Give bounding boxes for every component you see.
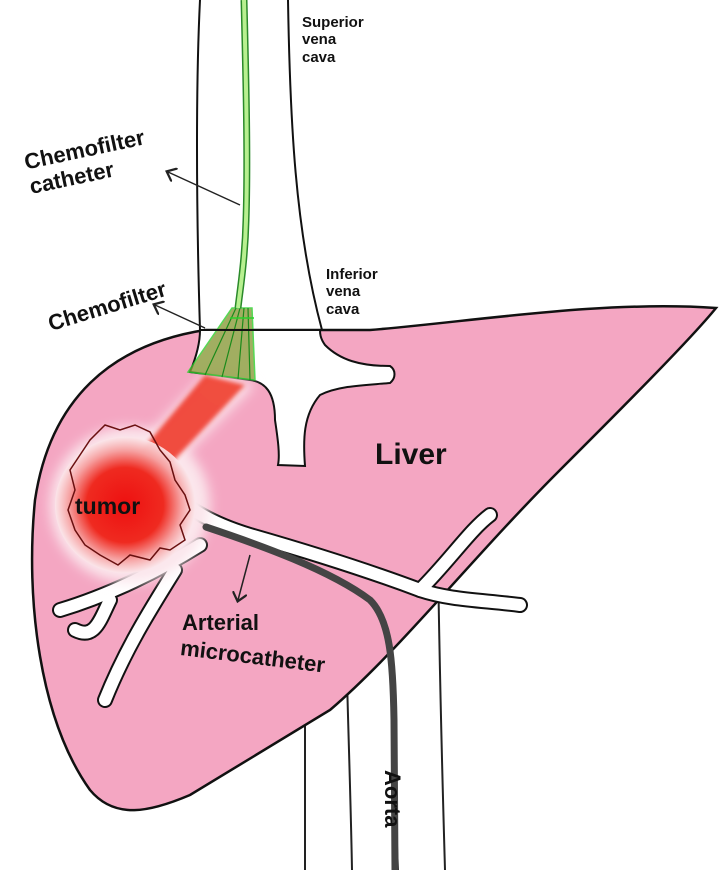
arterial-microcatheter (202, 523, 399, 870)
label-arterial-microcatheter: Arterial microcatheter (179, 610, 328, 678)
label-line: vena (302, 31, 337, 49)
label-line: Superior (302, 14, 364, 31)
label-inferior-vena-cava: Inferior vena cava (326, 266, 378, 318)
chemofilter-device (186, 307, 256, 381)
label-superior-vena-cava: Superior vena cava (302, 14, 364, 66)
chemofilter-arrow (155, 305, 206, 329)
label-line: Arterial (182, 610, 260, 635)
chemofilter-catheter-lumen (236, 0, 249, 309)
microcatheter-arrow (238, 554, 251, 600)
label-line: cava (326, 300, 360, 318)
label-aorta: Aorta (380, 770, 405, 828)
label-liver: Liver (375, 438, 447, 471)
label-line: vena (326, 283, 361, 301)
tumor (55, 437, 195, 573)
label-line: cava (302, 48, 336, 66)
label-line: Inferior (326, 266, 378, 283)
label-tumor: tumor (75, 493, 141, 519)
tumor-border (67, 424, 191, 566)
chemofilter-catheter-arrow (168, 172, 241, 206)
superior-vena-cava-vessel (196, 0, 323, 331)
